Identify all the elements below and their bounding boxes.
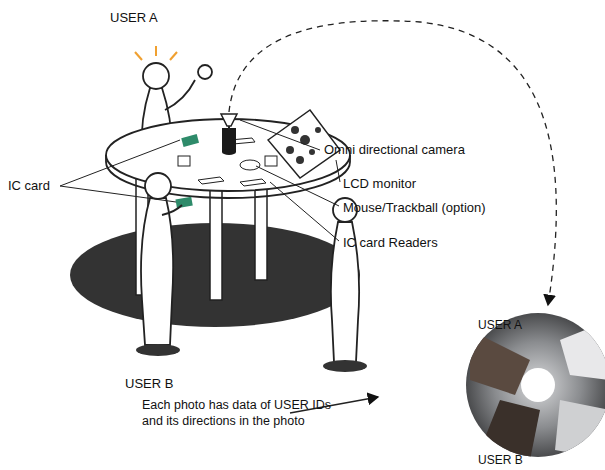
user-label: USER B: [125, 376, 173, 392]
part-label: IC card: [8, 178, 50, 194]
photo-user-label: USER B: [478, 452, 523, 468]
photo-user-label: USER A: [478, 317, 522, 333]
part-label: Omni directional camera: [324, 142, 465, 158]
part-label: LCD monitor: [343, 176, 416, 192]
part-label: IC card Readers: [343, 235, 438, 251]
user-label: USER A: [110, 10, 158, 26]
caption-note: Each photo has data of USER IDs and its …: [142, 397, 352, 429]
part-label: Mouse/Trackball (option): [343, 200, 486, 216]
